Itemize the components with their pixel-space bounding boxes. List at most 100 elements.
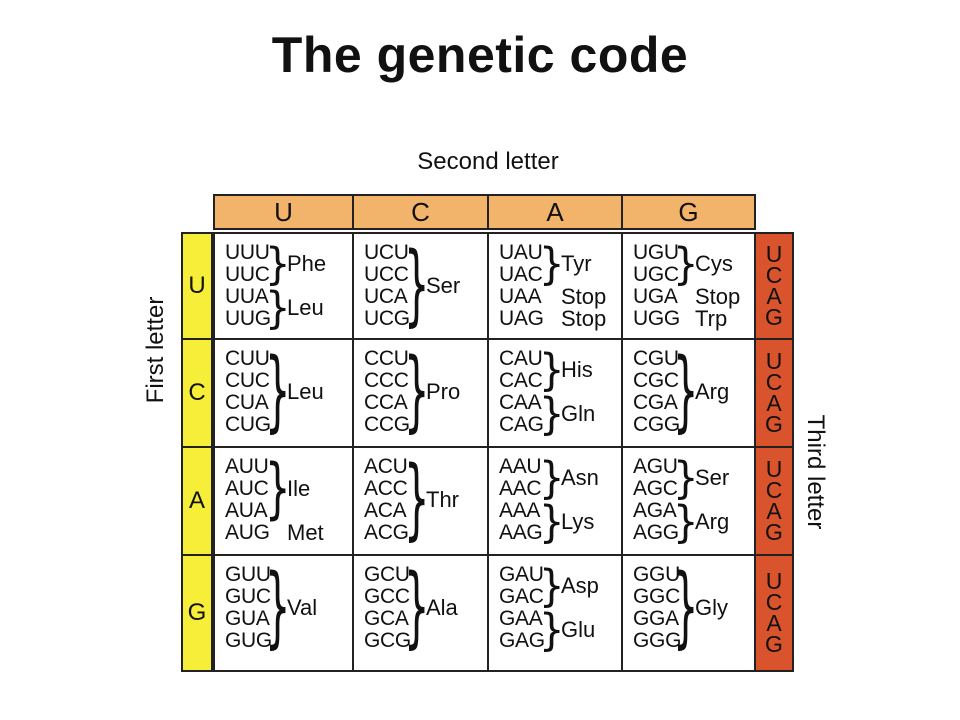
codon: CCA (364, 391, 408, 414)
codon: UAC (499, 263, 543, 286)
amino-acid-label: Val (287, 595, 318, 620)
third-letter: A (766, 498, 782, 524)
codon: AAC (499, 477, 542, 500)
codon: CAG (499, 413, 544, 436)
amino-acid-label: Gln (561, 401, 596, 426)
codon: GGU (633, 563, 680, 586)
codon: AAA (499, 499, 541, 522)
amino-acid-label: Lys (561, 509, 595, 534)
second-letter-header: C (352, 194, 489, 230)
brace-icon: } (265, 451, 291, 527)
third-letter: A (766, 610, 782, 636)
codon: GUC (225, 585, 271, 608)
codon: CGA (633, 391, 678, 414)
brace-icon: } (404, 449, 430, 551)
brace-icon: } (673, 238, 699, 290)
codon: UAA (499, 285, 542, 308)
codon: UUG (225, 307, 271, 330)
amino-acid-label: Ile (287, 476, 311, 501)
amino-acid-label: Trp (695, 306, 728, 331)
amino-acid-label: Met (287, 520, 324, 545)
first-letter-header: A (181, 446, 213, 556)
codon: CCC (364, 369, 409, 392)
codon: UCG (364, 307, 410, 330)
third-letter: U (765, 456, 783, 482)
amino-acid-label: Asp (561, 573, 599, 598)
brace-icon: } (539, 496, 565, 548)
codon: AUU (225, 455, 269, 478)
brace-icon: } (673, 341, 699, 443)
amino-acid-label: Gly (695, 595, 728, 620)
codon: ACU (364, 455, 408, 478)
codon: UAU (499, 241, 543, 264)
amino-acid-label: Ala (426, 595, 458, 620)
brace-icon: } (673, 452, 699, 504)
codon: CUA (225, 391, 269, 414)
amino-acid-label: Stop (561, 306, 607, 331)
first-letter-header: G (181, 554, 213, 672)
codon: CGC (633, 369, 679, 392)
third-letter-label: Third letter (802, 414, 829, 530)
brace-icon: } (404, 341, 430, 443)
amino-acid-label: Ser (426, 273, 461, 298)
amino-acid-label: Arg (695, 509, 730, 534)
amino-acid-label: Leu (287, 379, 324, 404)
amino-acid-label: Leu (287, 295, 324, 320)
codon: UAG (499, 307, 544, 330)
brace-icon: } (673, 557, 699, 659)
codon: UCA (364, 285, 408, 308)
amino-acid-label: His (561, 357, 593, 382)
codon: AUG (225, 521, 270, 544)
amino-acid-label: Stop (561, 284, 607, 309)
codon: CUG (225, 413, 271, 436)
third-letter: A (766, 283, 782, 309)
second-letter-header: U (213, 194, 354, 230)
codon: GAA (499, 607, 543, 630)
third-letter: U (765, 568, 783, 594)
codon: GCA (364, 607, 409, 630)
first-letter-label: First letter (142, 296, 169, 404)
third-letter: G (765, 304, 783, 330)
amino-acid-label: Ser (695, 465, 730, 490)
amino-acid-label: Thr (426, 487, 459, 512)
third-letter: U (765, 241, 783, 267)
codon: GUU (225, 563, 271, 586)
codon: GCG (364, 629, 411, 652)
brace-icon: } (539, 344, 565, 396)
third-letter: G (765, 631, 783, 657)
codon: UCC (364, 263, 409, 286)
codon: CCU (364, 347, 409, 370)
amino-acid-label: Tyr (561, 251, 592, 276)
codon: CUC (225, 369, 270, 392)
brace-icon: } (539, 604, 565, 656)
brace-icon: } (265, 341, 291, 443)
third-letter: G (765, 519, 783, 545)
codon: UCU (364, 241, 409, 264)
amino-acid-label: Asn (561, 465, 599, 490)
codon: AAU (499, 455, 542, 478)
codon: AGG (633, 521, 679, 544)
brace-icon: } (673, 496, 699, 548)
codon: CGU (633, 347, 679, 370)
second-letter-header: A (487, 194, 623, 230)
third-letter: G (765, 411, 783, 437)
codon: AGC (633, 477, 678, 500)
third-letter: C (765, 262, 783, 288)
second-letter-header: G (621, 194, 756, 230)
amino-acid-label: Cys (695, 251, 733, 276)
